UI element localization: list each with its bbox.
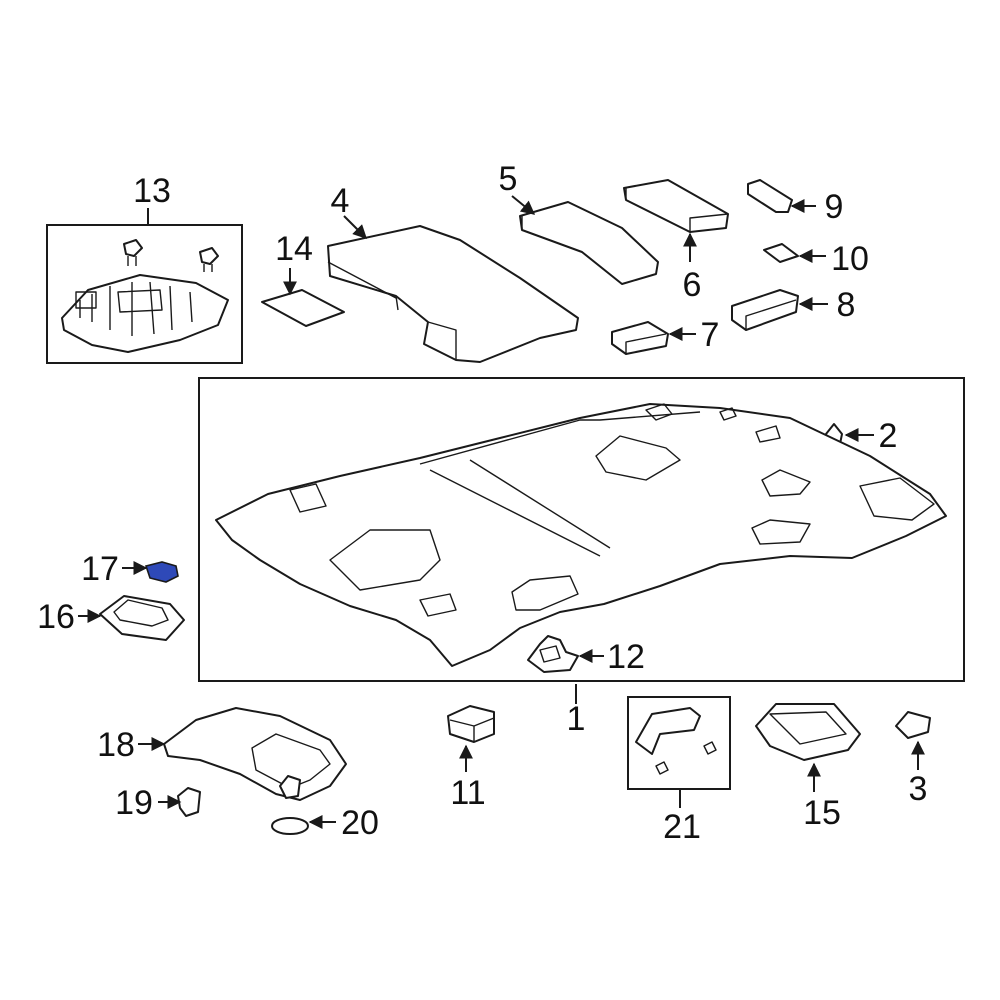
leader-5 bbox=[511, 195, 536, 215]
part-4-insulator bbox=[327, 225, 579, 363]
callout-19: 19 bbox=[115, 784, 153, 822]
callout-18: 18 bbox=[97, 726, 135, 764]
callout-4: 4 bbox=[331, 182, 350, 220]
callout-7: 7 bbox=[701, 316, 720, 354]
callout-17: 17 bbox=[81, 550, 119, 588]
part-13-dome-lamp bbox=[61, 239, 229, 353]
callout-14: 14 bbox=[275, 230, 313, 268]
part-9-clip bbox=[747, 179, 793, 213]
part-8-pad bbox=[731, 289, 799, 331]
callout-15: 15 bbox=[803, 794, 841, 832]
part-18-sun-visor bbox=[163, 707, 347, 801]
part-6-pad bbox=[623, 179, 729, 233]
callout-20: 20 bbox=[341, 804, 379, 842]
callout-13: 13 bbox=[133, 172, 171, 210]
callout-2: 2 bbox=[879, 417, 898, 455]
part-17-bulb-shape bbox=[144, 561, 179, 583]
part-19-holder bbox=[177, 787, 201, 817]
group-box-1 bbox=[198, 377, 965, 682]
part-16-lamp-housing bbox=[99, 595, 185, 641]
part-14-pad bbox=[261, 289, 345, 327]
part-10-tape bbox=[763, 243, 799, 263]
callout-9: 9 bbox=[825, 188, 844, 226]
part-7-pad bbox=[611, 321, 669, 355]
leader-lines bbox=[78, 195, 925, 829]
part-12-cover bbox=[527, 635, 579, 673]
callout-labels: 1 2 3 4 5 6 7 8 9 10 11 12 13 14 15 16 1… bbox=[37, 160, 927, 846]
callout-10: 10 bbox=[831, 240, 869, 278]
part-17-bulb bbox=[144, 561, 179, 583]
callout-5: 5 bbox=[499, 160, 518, 198]
callout-12: 12 bbox=[607, 638, 645, 676]
part-20-washer bbox=[271, 817, 309, 835]
callout-8: 8 bbox=[837, 286, 856, 324]
callout-21: 21 bbox=[663, 808, 701, 846]
part-5-pad bbox=[519, 201, 659, 285]
callout-1: 1 bbox=[567, 700, 586, 738]
part-21-assist-grip bbox=[635, 707, 717, 775]
part-15-console-lamp bbox=[755, 703, 861, 761]
callout-11: 11 bbox=[450, 774, 485, 812]
leader-4 bbox=[343, 215, 367, 239]
group-box-13 bbox=[46, 224, 243, 364]
callout-16: 16 bbox=[37, 598, 75, 636]
part-3-bracket bbox=[895, 711, 931, 739]
callout-6: 6 bbox=[683, 266, 702, 304]
part-11-switch bbox=[447, 705, 495, 743]
part-1-headliner bbox=[215, 403, 947, 667]
callout-3: 3 bbox=[909, 770, 928, 808]
